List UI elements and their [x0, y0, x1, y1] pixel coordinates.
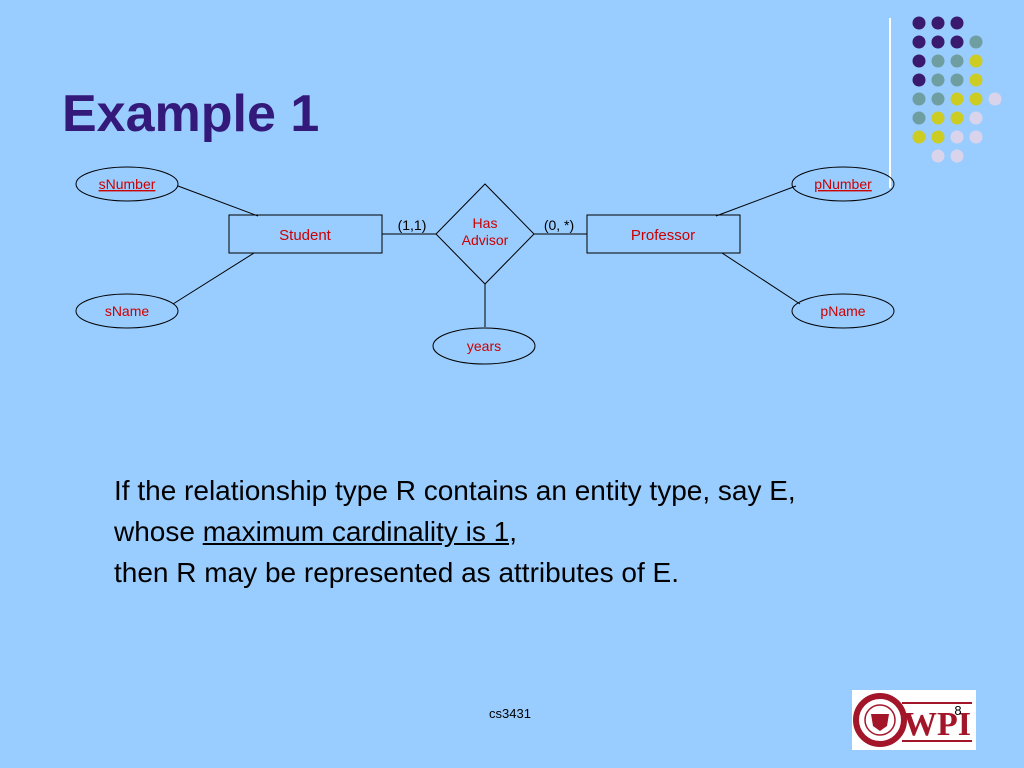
decorative-dot	[969, 73, 983, 87]
decorative-vertical-line	[889, 18, 891, 188]
decorative-dot	[912, 16, 926, 30]
page-number: 8	[954, 703, 962, 718]
cardinality-professor: (0, *)	[544, 217, 574, 233]
line-pname-professor	[721, 252, 801, 305]
decorative-dot	[950, 16, 964, 30]
body-line-2: whose maximum cardinality is 1,	[114, 511, 994, 552]
decorative-dot	[931, 16, 945, 30]
decorative-dot	[950, 92, 964, 106]
wpi-logo-text: WPI	[903, 706, 971, 743]
entity-student[interactable]: Student	[228, 214, 383, 254]
decorative-dot	[950, 111, 964, 125]
decorative-dot	[931, 149, 945, 163]
cardinality-student: (1,1)	[398, 217, 427, 233]
line-sname-student	[172, 252, 255, 305]
attribute-years[interactable]: years	[432, 327, 536, 365]
decorative-dot	[931, 35, 945, 49]
body-line-2-prefix: whose	[114, 516, 203, 547]
decorative-dot	[950, 130, 964, 144]
decorative-dot	[931, 92, 945, 106]
decorative-dot	[950, 149, 964, 163]
attribute-snumber[interactable]: sNumber	[75, 166, 179, 202]
decorative-dot	[912, 35, 926, 49]
footer-course: cs3431	[489, 706, 531, 721]
entity-professor[interactable]: Professor	[586, 214, 741, 254]
decorative-dot	[969, 111, 983, 125]
decorative-dot	[969, 54, 983, 68]
attribute-sname-label: sName	[105, 303, 150, 319]
attribute-years-label: years	[467, 338, 501, 354]
attribute-pnumber-label: pNumber	[814, 176, 872, 192]
attribute-pnumber[interactable]: pNumber	[791, 166, 895, 202]
entity-student-label: Student	[279, 227, 332, 244]
er-diagram: Student Professor Has Advisor (1,1) (0, …	[75, 166, 895, 365]
slide-title: Example 1	[62, 85, 320, 143]
body-line-1: If the relationship type R contains an e…	[114, 475, 796, 506]
attribute-pname-label: pName	[820, 303, 865, 319]
decorative-dot	[950, 54, 964, 68]
decorative-dot	[912, 92, 926, 106]
decorative-dot	[969, 130, 983, 144]
decorative-dot	[931, 130, 945, 144]
decorative-dot	[931, 73, 945, 87]
decorative-dot	[912, 130, 926, 144]
line-pnumber-professor	[715, 185, 797, 217]
decorative-dot	[931, 111, 945, 125]
decorative-dot	[988, 92, 1002, 106]
relationship-label-line1: Has	[473, 215, 498, 231]
relationship-has-advisor[interactable]: Has Advisor	[435, 183, 535, 285]
decorative-dot-grid	[912, 16, 1002, 163]
decorative-dot	[969, 92, 983, 106]
attribute-snumber-label: sNumber	[99, 176, 156, 192]
wpi-logo: WPI	[852, 690, 976, 750]
attribute-pname[interactable]: pName	[791, 293, 895, 329]
line-snumber-student	[177, 185, 259, 217]
wpi-logo-graphic: WPI	[853, 693, 972, 747]
body-text: If the relationship type R contains an e…	[114, 470, 994, 593]
entity-professor-label: Professor	[631, 227, 695, 244]
body-line-3: then R may be represented as attributes …	[114, 557, 679, 588]
decorative-dot	[969, 35, 983, 49]
decorative-dot	[912, 111, 926, 125]
decorative-dot	[950, 73, 964, 87]
attribute-sname[interactable]: sName	[75, 293, 179, 329]
decorative-dot	[931, 54, 945, 68]
body-line-2-underlined: maximum cardinality is 1,	[202, 516, 518, 547]
decorative-dot	[950, 35, 964, 49]
decorative-dot	[912, 54, 926, 68]
relationship-label-line2: Advisor	[462, 232, 509, 248]
decorative-dot	[912, 73, 926, 87]
